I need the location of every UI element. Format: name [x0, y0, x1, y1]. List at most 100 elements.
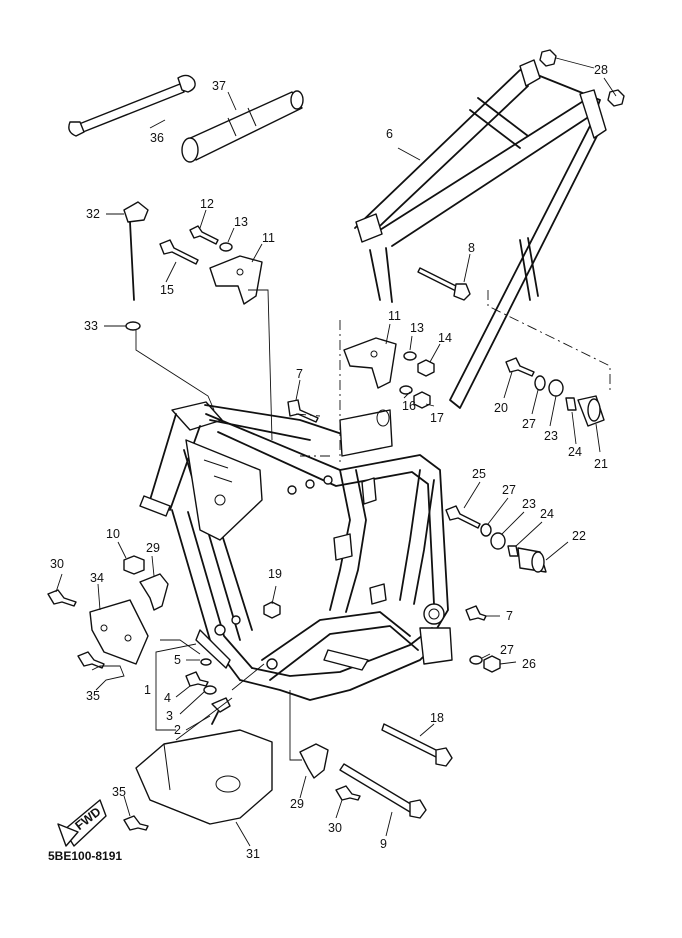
callout-29a: 29 [146, 541, 160, 555]
washer-27-c [469, 655, 483, 665]
bracket-11-b [343, 337, 397, 389]
bolt-30-b [335, 785, 361, 801]
callout-labels: 36 37 28 6 32 12 13 11 15 8 33 11 13 14 … [50, 63, 608, 861]
callout-25: 25 [472, 467, 486, 481]
callout-7b: 7 [506, 609, 513, 623]
callout-24a: 24 [568, 445, 582, 459]
bolt-18 [381, 723, 453, 767]
guard-34 [89, 599, 149, 665]
callout-30a: 30 [50, 557, 64, 571]
washer-3 [203, 685, 217, 695]
callout-13a: 13 [234, 215, 248, 229]
collar-24-b [507, 545, 519, 557]
bracket-29-a [139, 573, 169, 611]
callout-2: 2 [174, 723, 181, 737]
callout-29b: 29 [290, 797, 304, 811]
callout-23b: 23 [522, 497, 536, 511]
callout-31: 31 [246, 847, 260, 861]
callout-20: 20 [494, 401, 508, 415]
skid-plate-31 [135, 729, 273, 825]
callout-14: 14 [438, 331, 452, 345]
collar-24-a [565, 397, 577, 411]
callout-34: 34 [90, 571, 104, 585]
bolt-35-b [123, 815, 149, 831]
callout-12: 12 [200, 197, 214, 211]
callout-30b: 30 [328, 821, 342, 835]
main-frame [139, 401, 453, 701]
o-ring-33 [125, 321, 141, 331]
callout-24b: 24 [540, 507, 554, 521]
callout-10: 10 [106, 527, 120, 541]
callout-17: 17 [430, 411, 444, 425]
callout-1: 1 [144, 683, 151, 697]
callout-11b: 11 [388, 309, 401, 323]
collar-23-b [490, 532, 506, 550]
bolt-7-a [287, 399, 319, 423]
callout-32: 32 [86, 207, 100, 221]
spanner-wrench [68, 74, 196, 137]
callout-13b: 13 [410, 321, 424, 335]
bolt-4 [185, 671, 209, 687]
dash-dot-lines [295, 290, 611, 462]
callout-21: 21 [594, 457, 608, 471]
bolt-12 [189, 225, 219, 245]
damper-22 [517, 547, 547, 573]
diagram-code: 5BE100-8191 [48, 849, 122, 863]
bolt-15 [159, 239, 199, 265]
washer-13-a [219, 242, 233, 252]
nut-28-a [539, 49, 557, 67]
callout-22: 22 [572, 529, 586, 543]
bolt-30-a [47, 589, 77, 607]
callout-26: 26 [522, 657, 536, 671]
callout-3: 3 [166, 709, 173, 723]
callout-23a: 23 [544, 429, 558, 443]
collar-23-a [548, 379, 564, 397]
callout-18: 18 [430, 711, 444, 725]
callout-35b: 35 [112, 785, 126, 799]
bracket-11-a [209, 255, 263, 305]
nut-26 [483, 655, 501, 673]
callout-8: 8 [468, 241, 475, 255]
callout-15: 15 [160, 283, 174, 297]
dipstick [123, 201, 149, 301]
bolt-9 [339, 763, 427, 819]
nut-17 [413, 391, 431, 409]
damper-21 [577, 395, 605, 427]
callout-16: 16 [402, 399, 416, 413]
callout-9: 9 [380, 837, 387, 851]
callout-6: 6 [386, 127, 393, 141]
washer-27-b [480, 523, 492, 537]
callout-27b: 27 [502, 483, 516, 497]
bolt-25 [445, 505, 481, 529]
bracket-29-b [299, 743, 329, 779]
bolt-8 [417, 267, 471, 301]
washer-13-b [403, 351, 417, 361]
collar-10 [123, 555, 145, 575]
callout-33: 33 [84, 319, 98, 333]
bolt-20 [505, 357, 535, 377]
callout-5: 5 [174, 653, 181, 667]
callout-11a: 11 [262, 231, 275, 245]
leader-lines [55, 57, 617, 847]
socket-wrench [181, 90, 304, 163]
callout-19: 19 [268, 567, 282, 581]
washer-27-a [534, 375, 546, 391]
washer-16 [399, 385, 413, 395]
callout-37: 37 [212, 79, 226, 93]
callout-28: 28 [594, 63, 608, 77]
bolt-7-b [465, 605, 487, 621]
callout-36: 36 [150, 131, 164, 145]
callout-27a: 27 [522, 417, 536, 431]
washer-5 [200, 658, 212, 666]
nut-19 [263, 601, 281, 619]
callout-35a: 35 [86, 689, 100, 703]
callout-7a: 7 [296, 367, 303, 381]
rear-subframe [354, 59, 607, 409]
nut-14 [417, 359, 435, 377]
callout-27c: 27 [500, 643, 514, 657]
nut-28-b [607, 89, 625, 107]
callout-4: 4 [164, 691, 171, 705]
fwd-arrow-icon: FWD [57, 799, 107, 847]
